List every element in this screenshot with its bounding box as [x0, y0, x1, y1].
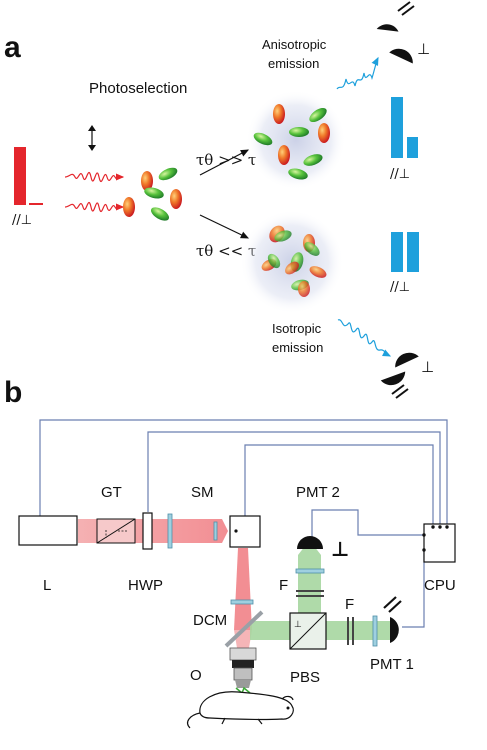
label-l: L	[43, 577, 51, 594]
svg-text:⊥: ⊥	[294, 620, 302, 630]
emission-beam-vertical	[298, 555, 321, 621]
iso-bar-perp	[407, 232, 419, 272]
polarizing-beam-splitter: ⊥	[289, 612, 327, 650]
filter-horizontal	[347, 617, 354, 645]
isotropic-label-line2: emission	[272, 340, 323, 355]
anisotropic-label-line1: Anisotropic	[262, 37, 327, 52]
arrow-slow-rotation	[199, 149, 250, 176]
iso-bar-parallel	[391, 232, 403, 272]
isotropic-cluster	[240, 210, 344, 314]
glan-thompson-polarizer	[96, 518, 136, 544]
label-cpu: CPU	[424, 577, 456, 594]
photoselection-label: Photoselection	[89, 80, 187, 97]
arrow-fast-rotation	[199, 214, 250, 239]
aniso-bar-perp	[407, 137, 418, 158]
anisotropic-label-line2: emission	[268, 56, 319, 71]
excitation-polarization-bars: //⊥	[12, 147, 43, 228]
anisotropic-emission-wave	[336, 56, 379, 90]
telescope-lenses	[167, 513, 218, 549]
isotropic-label-line1: Isotropic	[272, 321, 322, 336]
label-hwp: HWP	[128, 577, 163, 594]
dichroic-mirror	[224, 610, 264, 648]
anisotropic-bars: //⊥	[390, 97, 418, 182]
filter-vertical	[296, 590, 324, 597]
pmt2-perp-symbol: ⊥	[331, 537, 349, 561]
pmt2-detector: ⊥	[297, 536, 349, 561]
control-wires	[39, 419, 448, 628]
label-pbs: PBS	[290, 669, 320, 686]
excitation-wave-packets	[64, 171, 125, 213]
excitation-pol-label: //⊥	[12, 213, 32, 228]
perp-symbol-top: ⊥	[417, 40, 430, 58]
panel-b-letter: b	[4, 376, 22, 409]
aniso-bar-parallel	[391, 97, 403, 158]
photoselected-molecules	[123, 167, 182, 221]
label-gt: GT	[101, 484, 122, 501]
excitation-bar-parallel	[14, 147, 26, 205]
iso-pol-label: //⊥	[390, 280, 410, 295]
panel-a-letter: a	[4, 31, 21, 64]
half-wave-plate	[142, 512, 153, 550]
pmt1-detector	[383, 596, 402, 643]
anisotropic-cluster	[246, 90, 346, 190]
label-sm: SM	[191, 484, 214, 501]
objective-lens	[229, 647, 257, 695]
label-f-horizontal: F	[345, 596, 354, 613]
detector-perp-bottom: ⊥	[395, 352, 434, 376]
label-dcm: DCM	[193, 612, 227, 629]
isotropic-bars: //⊥	[390, 232, 419, 295]
scan-lenses	[230, 599, 254, 605]
perp-symbol-bottom: ⊥	[421, 358, 434, 376]
detector-parallel-bottom	[380, 371, 409, 399]
detector-parallel-top	[376, 1, 415, 32]
label-f-vertical: F	[279, 577, 288, 594]
label-o: O	[190, 667, 202, 684]
tau-slow-label: τθ >> τ	[196, 151, 256, 169]
label-pmt2: PMT 2	[296, 484, 340, 501]
aniso-pol-label: //⊥	[390, 167, 410, 182]
isotropic-emission-wave	[337, 319, 392, 357]
cpu-box	[422, 523, 456, 563]
laser-beam-vertical	[234, 548, 252, 630]
laser-box	[18, 515, 78, 546]
detector-perp-top: ⊥	[389, 40, 430, 64]
mouse-illustration	[187, 691, 294, 729]
label-pmt1: PMT 1	[370, 656, 414, 673]
pmt-lenses	[295, 568, 378, 647]
